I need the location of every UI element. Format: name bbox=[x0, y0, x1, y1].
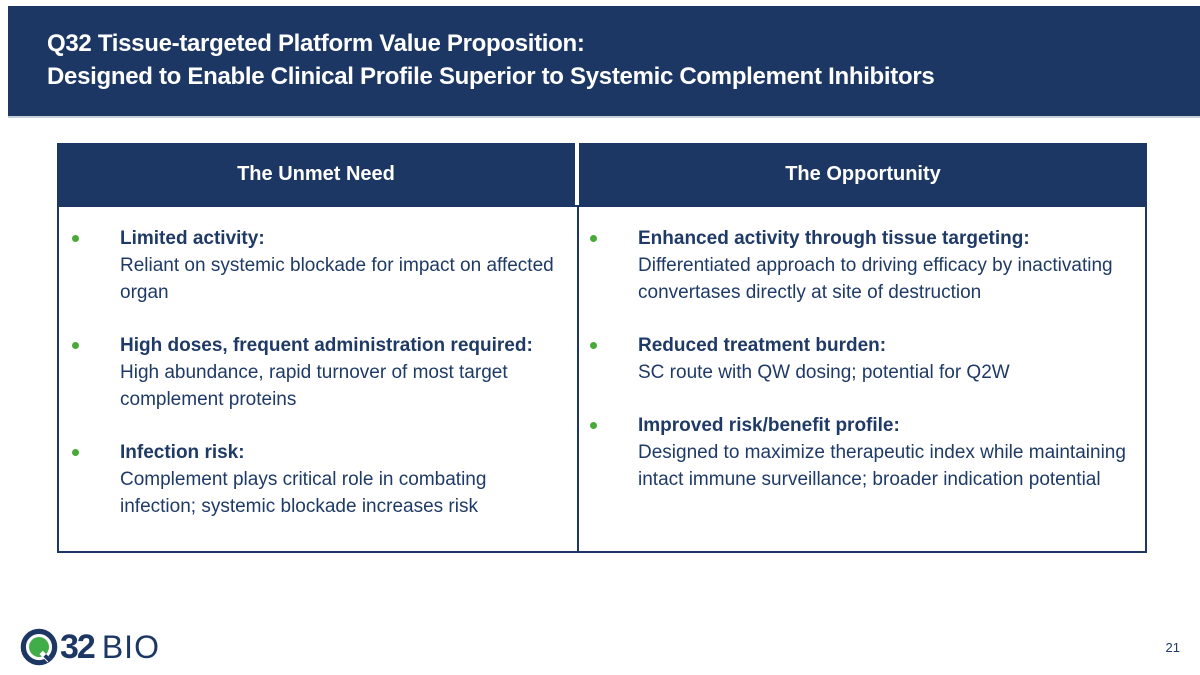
bullet-text: Infection risk: Complement plays critica… bbox=[120, 439, 577, 520]
bullet-heading: Limited activity: bbox=[120, 228, 265, 249]
list-item: Limited activity: Reliant on systemic bl… bbox=[59, 225, 577, 306]
comparison-table: The Unmet Need The Opportunity Limited a… bbox=[57, 143, 1147, 553]
opportunity-cell: Enhanced activity through tissue targeti… bbox=[577, 207, 1145, 551]
bullet-body: Complement plays critical role in combat… bbox=[120, 469, 487, 517]
bullet-text: Improved risk/benefit profile: Designed … bbox=[638, 412, 1145, 493]
bullet-icon bbox=[72, 449, 79, 456]
bullet-heading: Enhanced activity through tissue targeti… bbox=[638, 228, 1030, 249]
list-item: Infection risk: Complement plays critica… bbox=[59, 439, 577, 520]
logo-number: 32 bbox=[60, 628, 96, 666]
table-body-row: Limited activity: Reliant on systemic bl… bbox=[57, 205, 1147, 553]
list-item: Reduced treatment burden: SC route with … bbox=[579, 332, 1145, 386]
bullet-body: SC route with QW dosing; potential for Q… bbox=[638, 362, 1010, 383]
list-item: Enhanced activity through tissue targeti… bbox=[579, 225, 1145, 306]
bullet-icon bbox=[72, 342, 79, 349]
q32-logo-q-icon bbox=[20, 628, 58, 666]
bullet-body: High abundance, rapid turnover of most t… bbox=[120, 362, 508, 410]
bullet-text: Reduced treatment burden: SC route with … bbox=[638, 332, 1028, 386]
bullet-body: Differentiated approach to driving effic… bbox=[638, 255, 1113, 303]
table-header-row: The Unmet Need The Opportunity bbox=[57, 143, 1147, 205]
unmet-need-cell: Limited activity: Reliant on systemic bl… bbox=[59, 207, 577, 551]
bullet-heading: High doses, frequent administration requ… bbox=[120, 335, 533, 356]
logo-suffix: BIO bbox=[101, 629, 160, 665]
bullet-icon bbox=[590, 422, 597, 429]
bullet-body: Reliant on systemic blockade for impact … bbox=[120, 255, 554, 303]
bullet-text: Enhanced activity through tissue targeti… bbox=[638, 225, 1145, 306]
list-item: High doses, frequent administration requ… bbox=[59, 332, 577, 413]
bullet-text: High doses, frequent administration requ… bbox=[120, 332, 577, 413]
title-line-1: Q32 Tissue-targeted Platform Value Propo… bbox=[47, 30, 585, 57]
bullet-body: Designed to maximize therapeutic index w… bbox=[638, 442, 1126, 490]
header-opportunity: The Opportunity bbox=[579, 143, 1147, 205]
bullet-text: Limited activity: Reliant on systemic bl… bbox=[120, 225, 577, 306]
bullet-icon bbox=[72, 235, 79, 242]
bullet-icon bbox=[590, 235, 597, 242]
header-unmet-need: The Unmet Need bbox=[57, 143, 575, 205]
list-item: Improved risk/benefit profile: Designed … bbox=[579, 412, 1145, 493]
bullet-icon bbox=[590, 342, 597, 349]
title-line-2: Designed to Enable Clinical Profile Supe… bbox=[47, 63, 935, 90]
bullet-heading: Infection risk: bbox=[120, 442, 245, 463]
bullet-heading: Improved risk/benefit profile: bbox=[638, 415, 900, 436]
q32-bio-logo: 32 BIO bbox=[20, 628, 160, 666]
bullet-heading: Reduced treatment burden: bbox=[638, 335, 887, 356]
page-number: 21 bbox=[1165, 640, 1180, 655]
page-title: Q32 Tissue-targeted Platform Value Propo… bbox=[8, 6, 1200, 93]
title-band: Q32 Tissue-targeted Platform Value Propo… bbox=[8, 6, 1200, 118]
